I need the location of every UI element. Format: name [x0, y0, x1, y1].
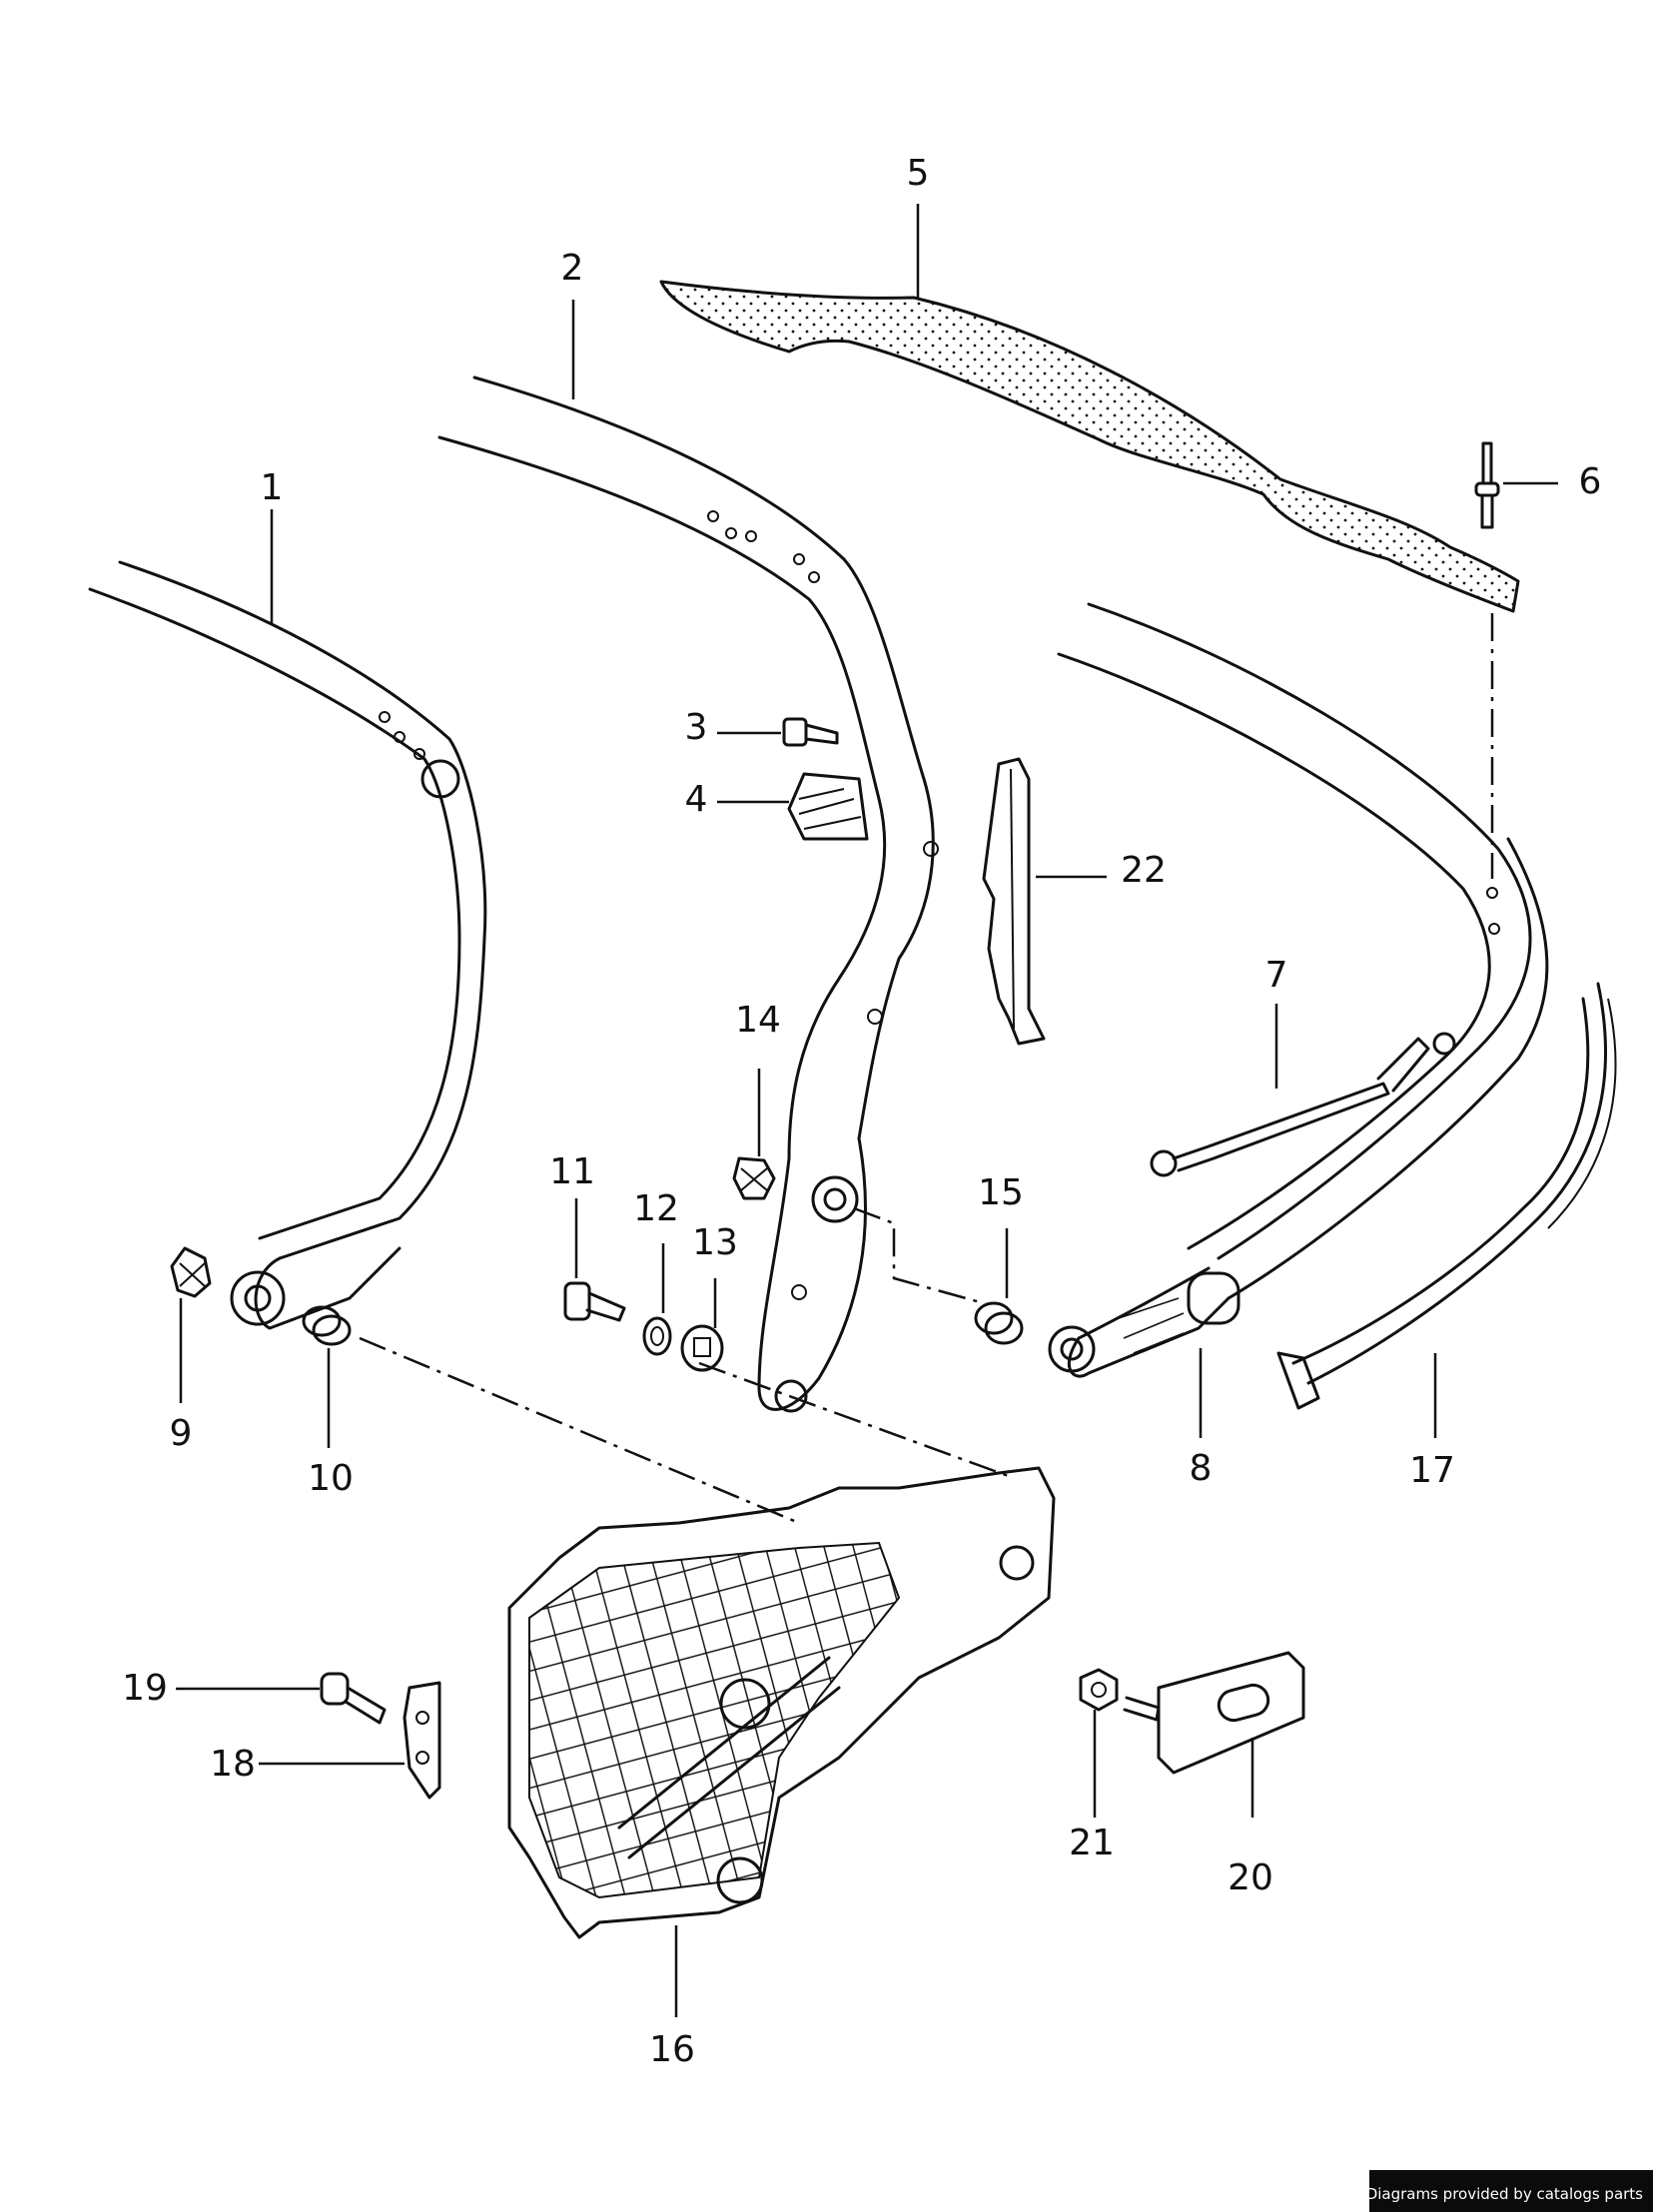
callout-10: 10: [308, 1458, 354, 1499]
callout-7: 7: [1265, 955, 1288, 996]
part-16-main-bracket: [507, 1466, 1056, 1939]
callout-13: 13: [692, 1222, 738, 1263]
callout-5: 5: [907, 153, 930, 194]
callout-labels: 1 2 3 4 5 6 7 8 9 10 11 12 13 14 15 16 1…: [122, 153, 1601, 2070]
callout-2: 2: [561, 248, 584, 289]
part-17-seal-strip: [1276, 982, 1617, 1410]
credit-banner: Diagrams provided by catalogs parts: [1365, 2170, 1653, 2212]
part-1-left-rail: [88, 560, 487, 1330]
part-21-nut: [1079, 1668, 1161, 1722]
part-5-roof-panel: [659, 280, 1520, 613]
callout-11: 11: [549, 1151, 595, 1192]
part-13-bushing: [680, 1324, 724, 1372]
callout-19: 19: [122, 1668, 168, 1709]
callout-22: 22: [1121, 850, 1167, 891]
part-11-bolt: [563, 1281, 626, 1322]
part-2-center-rail: [437, 375, 939, 1413]
part-4-bracket: [787, 772, 869, 841]
callout-8: 8: [1190, 1448, 1213, 1489]
callout-14: 14: [735, 1000, 781, 1041]
part-6-rivet: [1474, 441, 1500, 529]
callout-17: 17: [1409, 1450, 1455, 1491]
callout-16: 16: [649, 2029, 695, 2070]
callout-15: 15: [978, 1172, 1024, 1213]
part-18-latch-plate: [403, 1681, 441, 1800]
leader-lines: [176, 204, 1558, 2017]
callout-12: 12: [633, 1188, 679, 1229]
callout-18: 18: [210, 1744, 256, 1785]
part-19-screw: [320, 1672, 387, 1725]
callout-6: 6: [1579, 461, 1602, 502]
part-7-gas-strut: [1150, 1032, 1456, 1177]
part-10-bushing: [302, 1305, 352, 1346]
callout-20: 20: [1228, 1857, 1273, 1898]
credit-text: Diagrams provided by catalogs parts: [1365, 2185, 1643, 2203]
part-15-bushing: [974, 1301, 1024, 1345]
part-8-rear-bow: [1048, 602, 1549, 1378]
callout-3: 3: [685, 707, 708, 748]
part-9-clip: [170, 1246, 212, 1298]
part-20-cover-plate: [1157, 1651, 1305, 1775]
callout-9: 9: [170, 1413, 193, 1454]
assembly-lines: [359, 613, 1494, 1525]
part-3-screw: [782, 717, 839, 747]
callout-1: 1: [261, 467, 284, 508]
callout-21: 21: [1069, 1823, 1115, 1863]
part-22-slide-strip: [982, 757, 1046, 1046]
part-14-clip: [732, 1156, 776, 1200]
callout-4: 4: [685, 779, 708, 820]
part-12-washer: [642, 1316, 672, 1356]
